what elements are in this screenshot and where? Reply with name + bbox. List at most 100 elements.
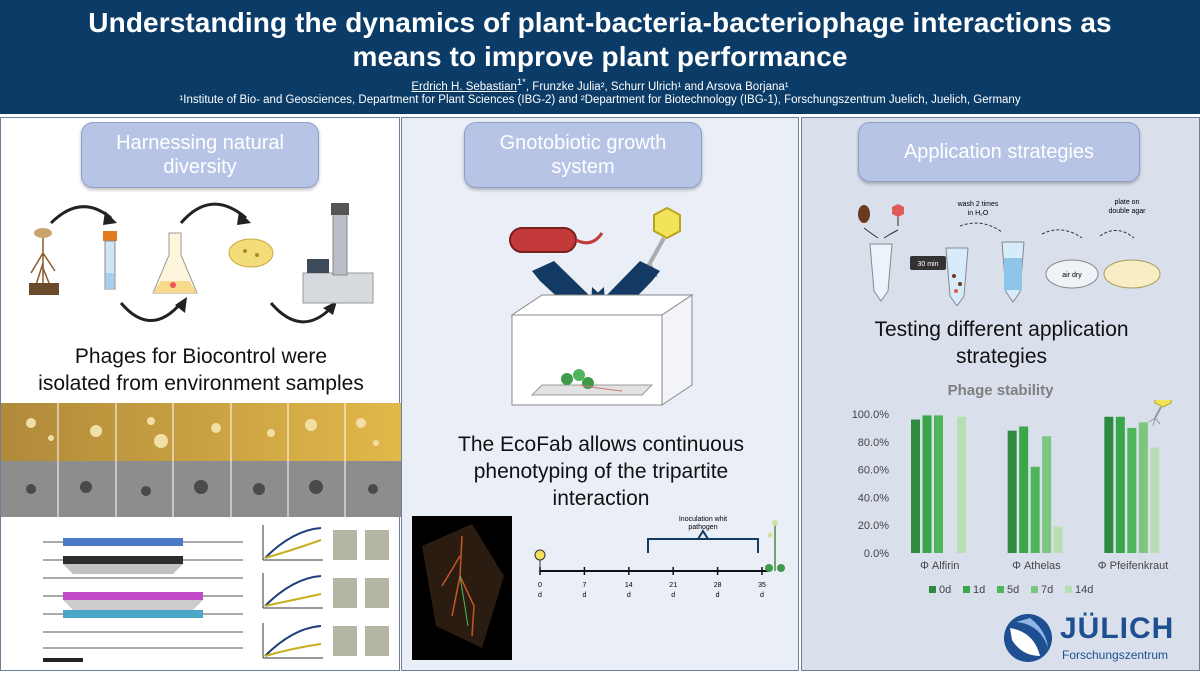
- plaque-photos: [1, 403, 401, 461]
- petri-dish-icon: [228, 238, 274, 268]
- x-axis-categories: Φ Alfirin Φ Athelas Φ Pfeifenkraut: [920, 560, 1168, 572]
- inoculation-label-2: pathogen: [688, 524, 717, 531]
- legend-swatch: [929, 586, 936, 593]
- plant-root-icon: [29, 228, 59, 295]
- tube-icon: [103, 231, 117, 290]
- phages-caption: Phages for Biocontrol were isolated from…: [1, 343, 401, 397]
- column-gnotobiotic: Gnotobiotic growth system: [401, 117, 799, 671]
- legend-swatch: [997, 586, 1004, 593]
- caption-line-3: interaction: [552, 487, 650, 510]
- bar: [1138, 422, 1148, 553]
- step-plate-label-1: plate on: [1115, 199, 1140, 206]
- bars: [911, 415, 1160, 553]
- poster-header: Understanding the dynamics of plant-bact…: [0, 0, 1200, 114]
- wash-tube-icon: [1001, 241, 1025, 303]
- caption-line-1: The EcoFab allows continuous: [458, 433, 744, 456]
- timeline-tick-label: 28: [714, 582, 722, 589]
- seedling-icon: [561, 369, 623, 392]
- chart-title: Phage stability: [947, 382, 1054, 399]
- bar: [1019, 426, 1029, 553]
- timeline-tick-unit: d: [760, 592, 764, 599]
- legend-swatch: [1065, 586, 1072, 593]
- flowering-plant-icon: [765, 520, 785, 572]
- ecofab-caption: The EcoFab allows continuous phenotyping…: [402, 431, 800, 512]
- bar: [1115, 416, 1125, 553]
- bar: [1150, 447, 1160, 553]
- other-authors: , Frunzke Julia², Schurr Ulrich¹ and Ars…: [525, 80, 789, 93]
- legend-label: 14d: [1075, 584, 1093, 596]
- application-protocol-illustration: 30 min wash 2 times in H₂O air dry plate…: [858, 199, 1161, 306]
- bar: [1007, 430, 1017, 553]
- logo-sub: Forschungszentrum: [1062, 648, 1169, 662]
- double-agar-plate-icon: [1103, 259, 1161, 289]
- x-category-label: Φ Alfirin: [920, 560, 959, 572]
- y-tick-label: 60.0%: [858, 465, 889, 477]
- timeline-tick-label: 7: [582, 582, 586, 589]
- phage-small-icon: [892, 204, 904, 226]
- legend-swatch: [963, 586, 970, 593]
- poster-title: Understanding the dynamics of plant-bact…: [0, 0, 1200, 74]
- application-caption: Testing different application strategies: [802, 316, 1200, 370]
- root-scan-image: [412, 516, 512, 660]
- column-application: Application strategies 30 min wash 2 tim…: [801, 117, 1200, 671]
- timeline-tick-label: 21: [669, 582, 677, 589]
- y-tick-label: 80.0%: [858, 437, 889, 449]
- timeline-tick-label: 14: [625, 582, 633, 589]
- step-wash-label-1: wash 2 times: [957, 201, 999, 208]
- bar: [957, 416, 966, 553]
- y-tick-label: 20.0%: [858, 520, 889, 532]
- affiliations: ¹Institute of Bio- and Geosciences, Depa…: [179, 93, 1021, 106]
- bar: [1030, 466, 1040, 553]
- legend: 0d 1d 5d 7d 14d: [929, 584, 1093, 596]
- timeline-tick-unit: d: [582, 592, 586, 599]
- title-line-1: Understanding the dynamics of plant-bact…: [88, 7, 1112, 38]
- logo-name: JÜLICH: [1060, 612, 1175, 645]
- x-category-label: Φ Pfeifenkraut: [1098, 560, 1169, 572]
- eppendorf-tube-icon: [869, 243, 893, 302]
- isolation-workflow-illustration: [29, 202, 374, 324]
- y-tick-label: 0.0%: [864, 548, 889, 560]
- bar: [1104, 416, 1114, 553]
- bar: [1053, 526, 1063, 553]
- step-airdry-label: air dry: [1062, 272, 1082, 279]
- timeline-tick-unit: d: [716, 592, 720, 599]
- title-line-2: means to improve plant performance: [352, 41, 848, 72]
- y-tick-label: 100.0%: [852, 409, 890, 421]
- inoculation-label-1: Inoculation whit: [679, 516, 727, 523]
- timeline-tick-unit: d: [671, 592, 675, 599]
- caption-line-2: strategies: [955, 345, 1048, 368]
- caption-line-1: Phages for Biocontrol were: [74, 345, 328, 368]
- legend-label: 5d: [1007, 584, 1019, 596]
- juelich-logo-mark: [1004, 614, 1052, 662]
- growth-curves-figure: [253, 520, 399, 670]
- ecofab-illustration: [509, 206, 694, 406]
- step-wash-label-2: in H₂O: [968, 210, 989, 217]
- phage-chart-icon: [1148, 400, 1172, 427]
- bar: [934, 415, 943, 553]
- electron-microscope-icon: [302, 203, 374, 304]
- authors: Erdrich H. Sebastian1*, Frunzke Julia², …: [0, 77, 1200, 93]
- bacterium-icon: [509, 227, 604, 253]
- y-axis: 0.0%20.0%40.0%60.0%80.0%100.0%: [852, 409, 890, 560]
- pill-text: Application strategies: [903, 141, 1095, 163]
- timeline-tick-unit: d: [627, 592, 631, 599]
- pill-line-2: system: [551, 156, 615, 178]
- pill-line-1: Harnessing natural: [116, 132, 284, 154]
- flask-icon: [152, 232, 198, 294]
- dish-airdry-icon: [1045, 259, 1099, 289]
- legend-label: 0d: [939, 584, 951, 596]
- seed-icon: [534, 549, 546, 571]
- legend-label: 7d: [1041, 584, 1053, 596]
- section-pill-harnessing: Harnessing natural diversity: [81, 122, 319, 188]
- x-category-label: Φ Athelas: [1012, 560, 1061, 572]
- legend-label: 1d: [973, 584, 985, 596]
- timeline-tick-label: 35: [758, 582, 766, 589]
- seed-drop-icon: [858, 205, 870, 223]
- bar: [922, 415, 932, 553]
- bar: [1127, 427, 1137, 553]
- tube-with-seeds-icon: [945, 247, 969, 306]
- timeline-tick-label: 0: [538, 582, 542, 589]
- pill-line-1: Gnotobiotic growth: [499, 132, 667, 154]
- electron-micrographs: [1, 461, 401, 517]
